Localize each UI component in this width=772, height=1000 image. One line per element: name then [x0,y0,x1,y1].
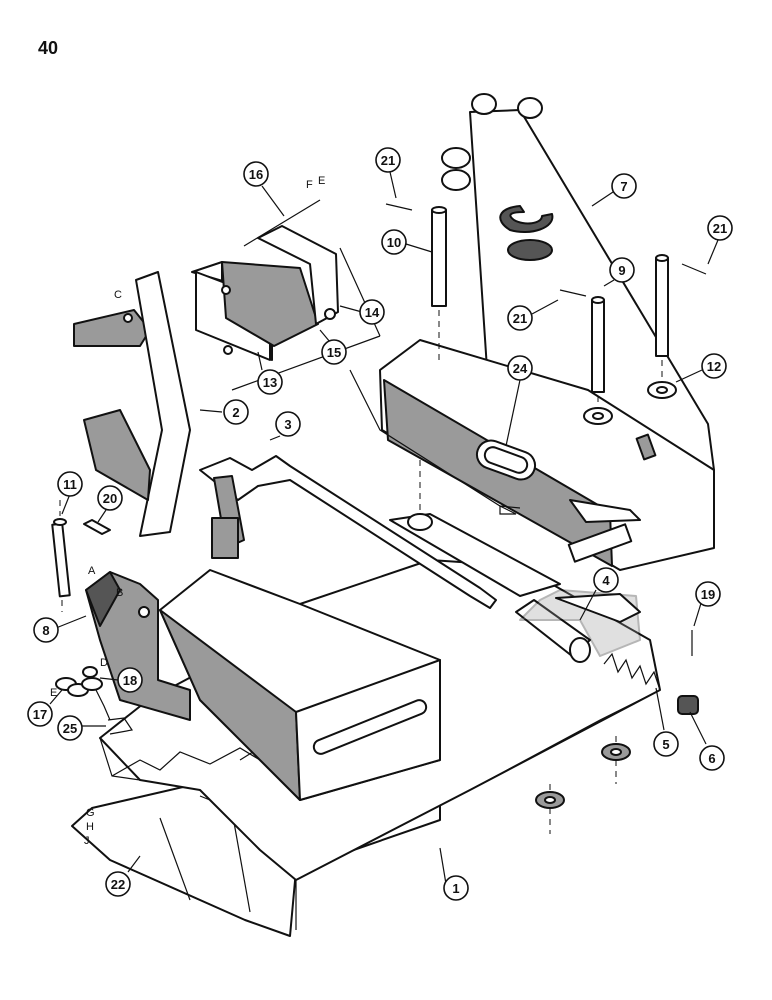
callout-19-label: 19 [701,587,715,602]
callout-14-label: 14 [365,305,380,320]
letter-h: H [86,821,94,833]
pins-upper [385,203,707,510]
callout-9-label: 9 [618,263,625,278]
callout-20-label: 20 [103,491,117,506]
callout-24-label: 24 [513,361,528,376]
callout-10-label: 10 [387,235,401,250]
letter-f: F [306,179,313,191]
letter-e-top: E [318,175,325,187]
letter-j: J [84,835,90,847]
callout-7-label: 7 [620,179,627,194]
letter-e-left: E [50,687,57,699]
center-wedge-housing [159,569,441,801]
letter-a: A [88,565,96,577]
pivot-bar [389,513,561,597]
letter-g: G [86,807,95,819]
callout-22-label: 22 [111,877,125,892]
washers-bottom [535,736,631,834]
part-24-ring [475,439,537,481]
part-6-nut [677,695,699,715]
damper-assembly [191,199,381,391]
letter-d: D [100,657,108,669]
callout-1 [443,875,469,901]
callout-5-label: 5 [662,737,669,752]
letter-b: B [116,587,123,599]
callout-21a-label: 21 [381,153,395,168]
part-2-side-bracket [73,271,191,537]
callout-16-label: 16 [249,167,263,182]
part-3-rod [199,455,497,609]
reference-letters: A B C D E F E G H J [50,175,325,847]
callout-18-label: 18 [123,673,137,688]
callout-25-label: 25 [63,721,77,736]
callout-13-label: 13 [263,375,277,390]
part-5-spring [603,652,661,691]
assembly-lines [349,369,521,515]
callouts: 1 2 3 4 5 6 7 8 9 10 [27,147,733,901]
callout-21b-label: 21 [513,311,527,326]
part-8-bracket [85,571,191,721]
callout-12-label: 12 [707,359,721,374]
callout-2-label: 2 [232,405,239,420]
callout-11-label: 11 [63,477,77,492]
callout-3-label: 3 [284,417,291,432]
callout-15-label: 15 [327,345,341,360]
page-number: 40 [38,38,59,58]
callout-17-label: 17 [33,707,47,722]
callout-8-label: 8 [42,623,49,638]
callout-21c-label: 21 [713,221,727,236]
callout-1-label: 1 [452,881,459,896]
callout-4-label: 4 [602,573,610,588]
left-small-parts [51,500,134,735]
callout-6-label: 6 [708,751,715,766]
part-4-tube [515,589,641,663]
letter-c: C [114,289,122,301]
